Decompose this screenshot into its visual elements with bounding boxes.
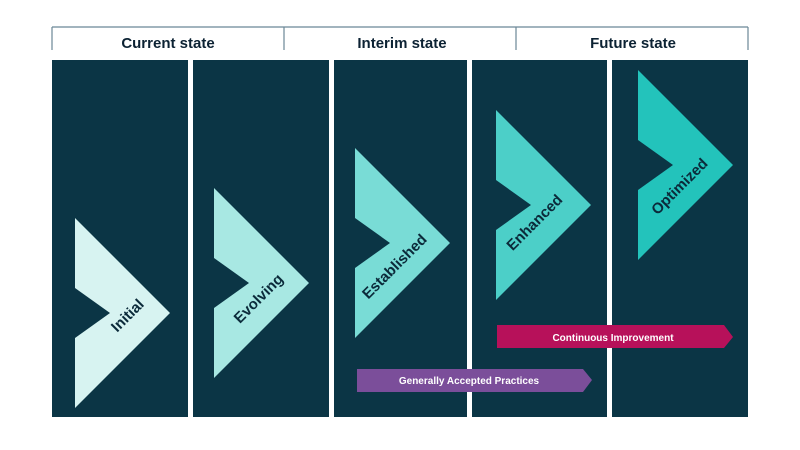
chevron-evolving xyxy=(214,188,309,378)
header-current-state: Current state xyxy=(121,35,214,52)
chevron-established xyxy=(355,148,450,338)
panel-initial xyxy=(52,60,188,417)
header-future-state: Future state xyxy=(590,35,676,52)
chevron-optimized xyxy=(638,70,733,260)
chevron-initial xyxy=(75,218,170,408)
continuous-improvement-arrow xyxy=(497,325,733,348)
header-interim-state: Interim state xyxy=(357,35,446,52)
generally-accepted-arrow xyxy=(357,369,592,392)
generally-accepted-label: Generally Accepted Practices xyxy=(399,376,540,387)
chevron-enhanced xyxy=(496,110,591,300)
header-bracket xyxy=(51,26,749,50)
continuous-improvement-label: Continuous Improvement xyxy=(552,333,674,344)
